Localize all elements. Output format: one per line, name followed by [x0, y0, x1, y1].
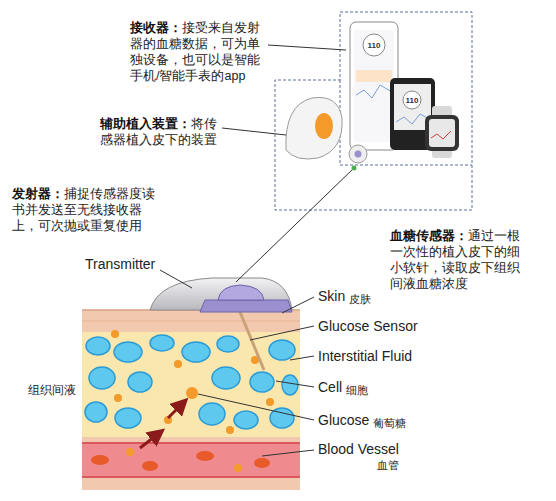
sensor-center: [355, 151, 362, 158]
trend-line: [356, 85, 392, 98]
transmitter-base: [200, 300, 292, 312]
reading-circle: [363, 34, 385, 56]
vessel-wall: [82, 478, 300, 490]
fluid-layer: [82, 332, 300, 437]
part-label: 组织间液: [28, 382, 76, 399]
cells: [85, 335, 298, 429]
watch-screen: [429, 119, 455, 147]
range-band: [356, 70, 392, 82]
part-label: Glucose Sensor: [318, 318, 418, 334]
diffusion-arrow: [168, 404, 182, 418]
vessel-edge: [82, 476, 300, 478]
part-label: Glucose: [318, 412, 369, 428]
reading-circle: [403, 91, 421, 109]
chinese-label: 葡萄糖: [373, 416, 406, 431]
callout-heading: 发射器：: [12, 187, 64, 201]
phone-screen: [354, 30, 394, 142]
watch-device: [425, 115, 459, 151]
chinese-label: 皮肤: [349, 292, 371, 307]
sensor-disc: [349, 145, 367, 163]
diffusion-arrow: [140, 434, 158, 448]
callout-heading: 接收器：: [130, 21, 182, 35]
skin-layer: [82, 310, 300, 332]
vessel-wall: [82, 437, 300, 443]
trend-line: [396, 114, 429, 124]
screen-reading: 110: [368, 41, 381, 50]
inserter-button: [315, 113, 333, 139]
part-label: Blood Vessel: [318, 441, 399, 457]
blood-vessel: [82, 443, 300, 477]
chinese-label: 细胞: [346, 383, 368, 398]
transmitter-clip: [218, 285, 264, 300]
inserter-device: [286, 97, 342, 159]
part-label: Interstitial Fluid: [318, 348, 412, 364]
leader-dot: [352, 166, 357, 171]
glucose-dots: [111, 330, 274, 472]
callout-heading: 血糖传感器：: [390, 229, 468, 243]
trend-line: [431, 131, 451, 139]
part-label: Transmitter: [85, 256, 155, 272]
callout-heading: 辅助植入装置：: [100, 117, 191, 131]
skin-stripe: [82, 321, 300, 322]
receiver-callout: 接收器：接受来自发射器的血糖数据，可为单独设备，也可以是智能手机/智能手表的ap…: [130, 20, 264, 84]
sensor-callout: 血糖传感器：通过一根一次性的植入皮下的细小软针，读取皮下组织间液血糖浓度: [390, 228, 522, 292]
part-label: Skin: [318, 288, 345, 304]
inserter-callout: 辅助植入装置：将传感器植入皮下的装置: [100, 116, 218, 148]
cells-in-vessel: [91, 451, 270, 471]
part-label: Cell: [318, 379, 342, 395]
chinese-label: 血管: [377, 458, 399, 473]
screen-reading: 110: [406, 96, 419, 105]
dashed-frame: [275, 12, 472, 210]
transmitter-callout: 发射器：捕捉传感器度读书并发送至无线接收器上，可次抛或重复使用: [12, 186, 156, 234]
sensor-needle: [240, 312, 264, 370]
vessel-edge: [82, 442, 300, 444]
leader-lines: [160, 45, 354, 456]
